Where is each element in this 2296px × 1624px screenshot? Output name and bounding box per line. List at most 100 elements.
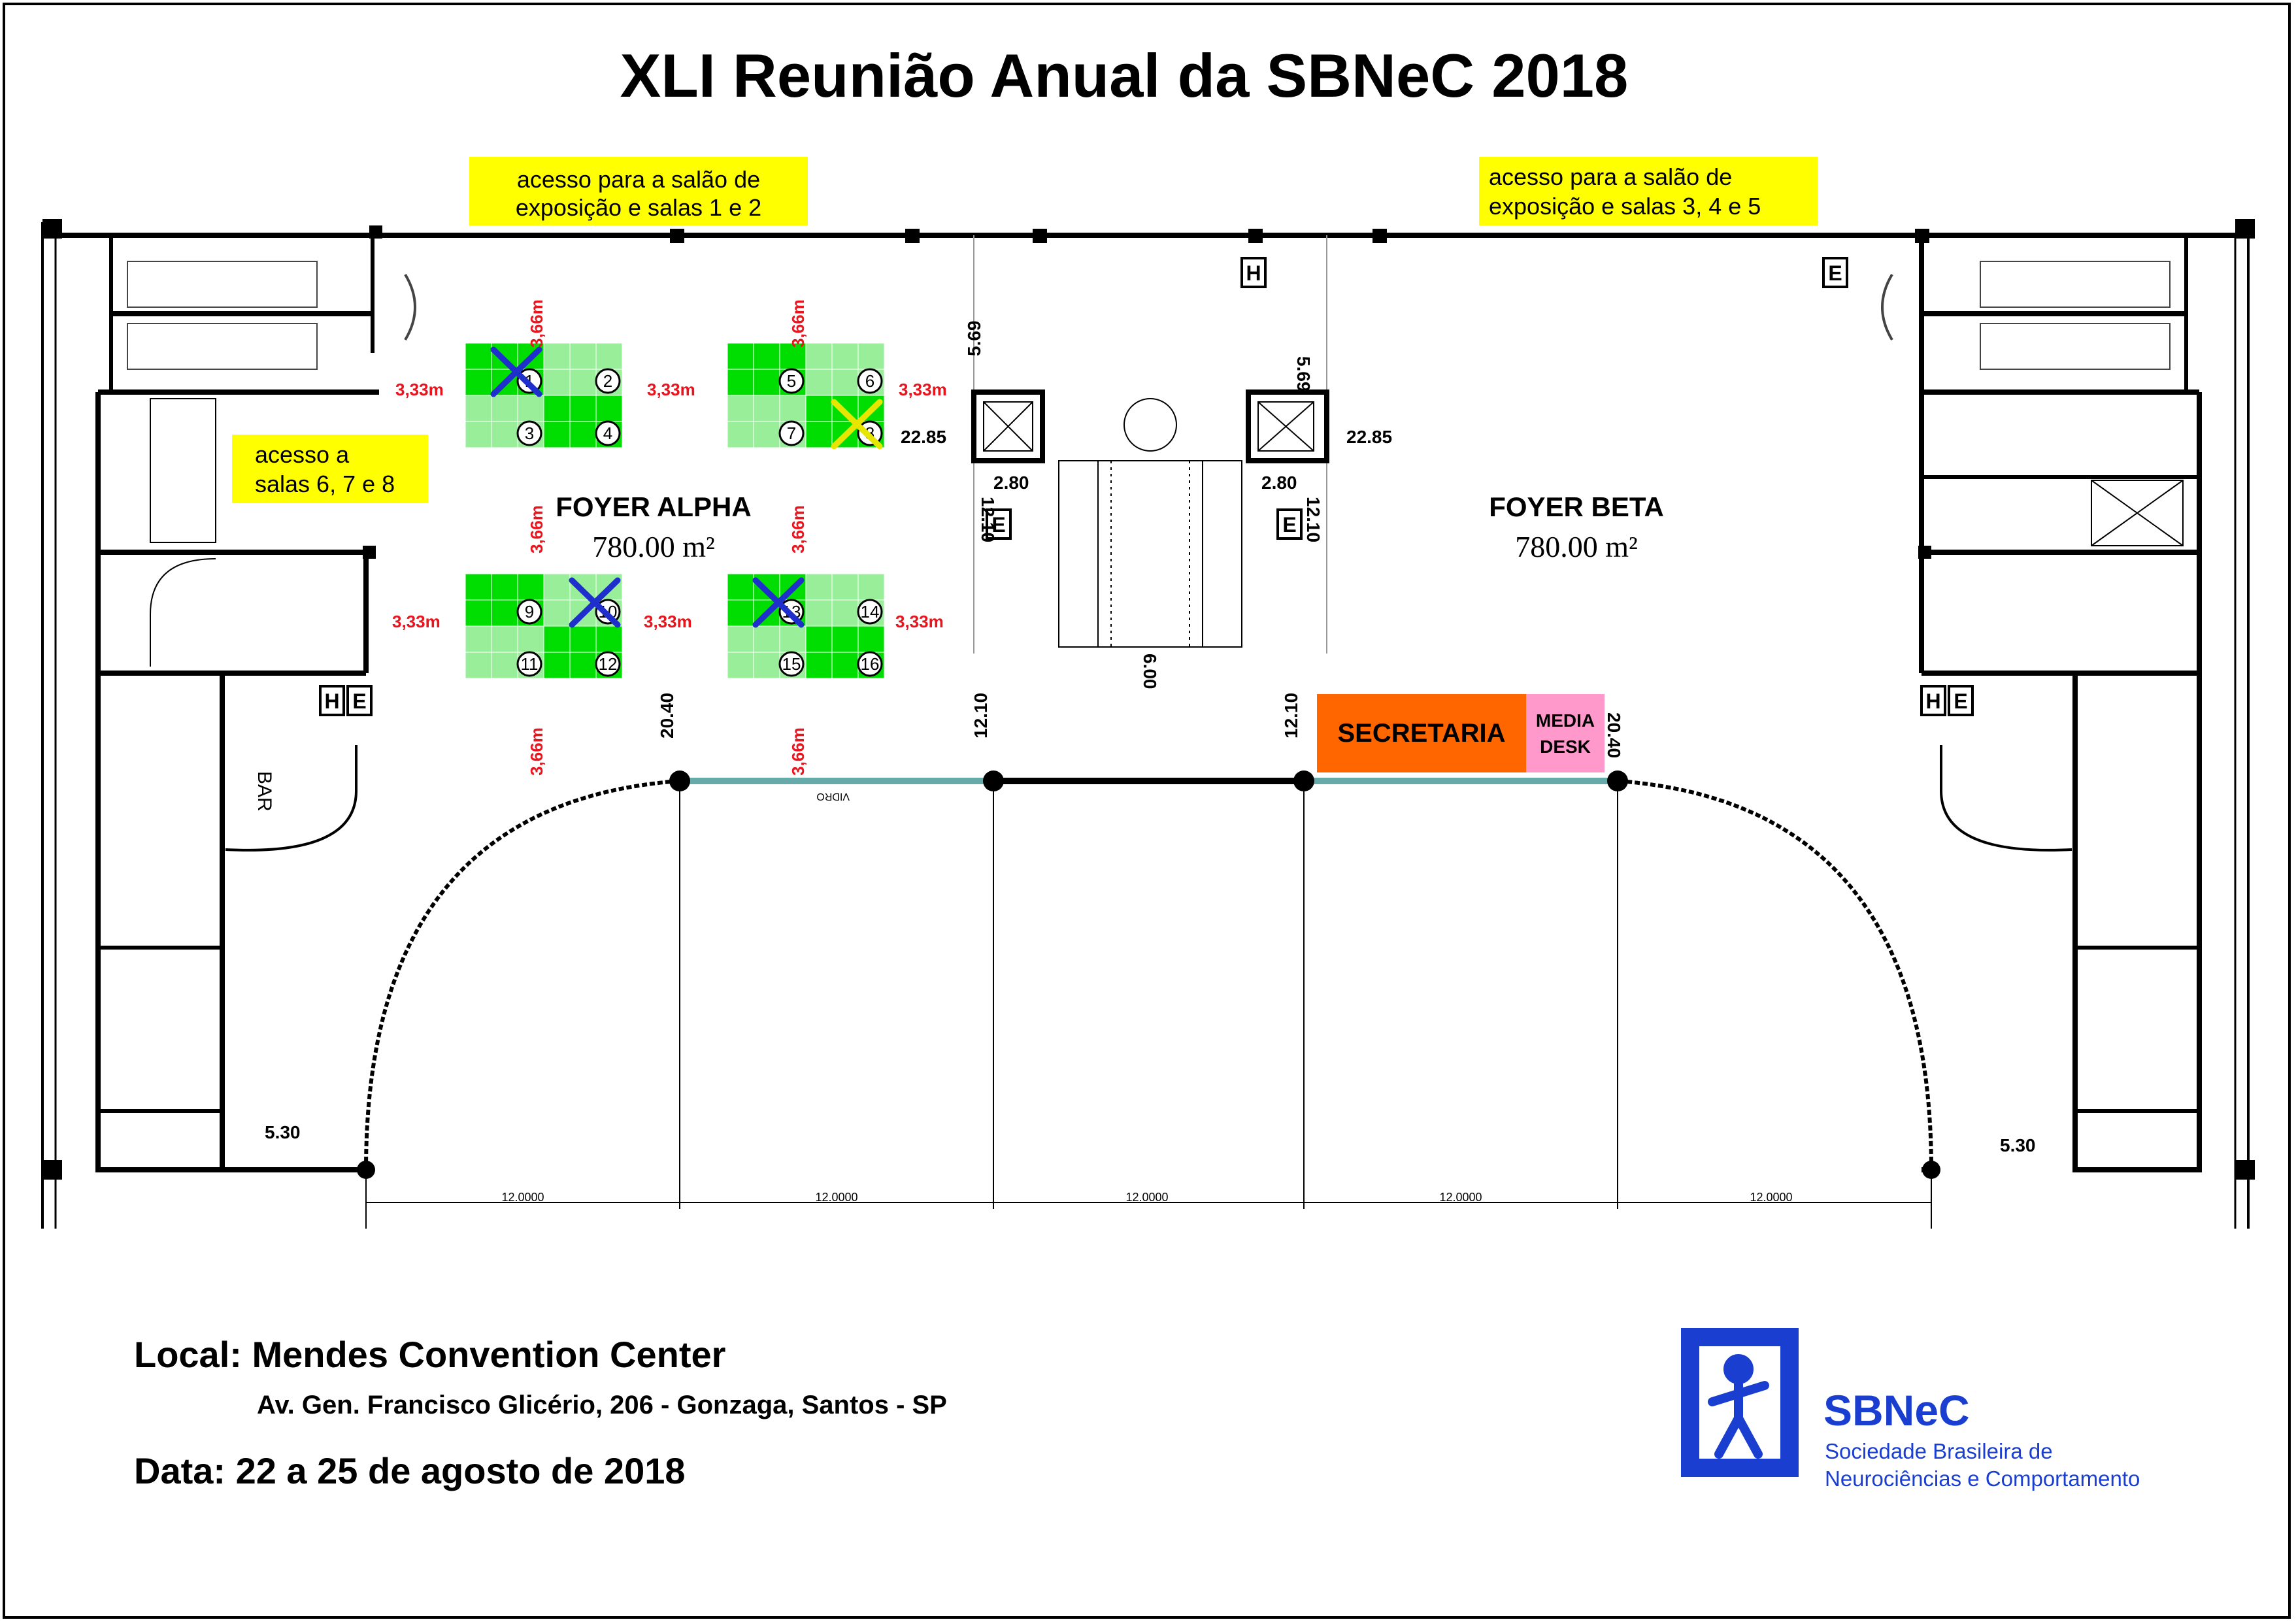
dimension-label: 2.80 [993,472,1029,493]
booth-tile [727,599,754,627]
dimension-label: 2.80 [1261,472,1297,493]
sign-letter: E [1828,261,1842,285]
booth-tile [857,342,885,370]
booth-tile [727,625,754,653]
booth-tile [465,652,492,679]
booth-tile [805,573,833,601]
booth-tile [727,369,754,396]
booth-tile [465,421,492,448]
grid-span-label: 12.0000 [815,1191,857,1204]
sign-letter: E [352,689,366,713]
event-dates: Data: 22 a 25 de agosto de 2018 [134,1450,686,1491]
booth-number-6: 6 [865,371,874,391]
booth-tile [805,369,833,396]
sign-letter: E [991,513,1005,537]
booth-depth-measure: 3,66m [527,299,546,348]
sign-box [1240,257,1267,288]
booth-tile [779,625,807,653]
extinguisher-sign: E [1822,257,1848,288]
glass-label: VIDRO [816,791,850,802]
sbnec-logo-mark [1681,1328,1799,1477]
dimension-label: 22.85 [1346,427,1392,447]
sign-letter: H [1925,689,1940,713]
sign-box [1276,508,1303,540]
booth-depth-measure: 3,66m [527,727,546,776]
booth-marker [857,368,883,394]
booth-marker [595,420,621,446]
booth-width-measure: 3,33m [647,380,695,399]
svg-text:acesso para a salão de: acesso para a salão de [517,166,760,193]
booth-marker [857,599,883,625]
hydrant-sign: H [1240,257,1267,288]
booth-tile [491,421,518,448]
columns [42,219,2255,1180]
booth-tile [753,421,780,448]
svg-text:FOYER ALPHA: FOYER ALPHA [556,491,751,522]
booth-group-2: 5678 [727,342,885,450]
booth-cross-10 [569,577,621,628]
booth-tile [491,599,518,627]
booth-number-7: 7 [787,423,796,443]
booth-depth-measure: 3,66m [788,505,808,554]
booth-tile [753,625,780,653]
booth-tile [465,342,492,370]
booth-width-measure: 3,33m [644,612,692,631]
booth-marker [595,368,621,394]
sign-letter: E [1954,689,1967,713]
booth-number-12: 12 [599,654,618,674]
dimension-label: 5.30 [265,1122,301,1142]
booth-tile [465,625,492,653]
svg-text:acesso a: acesso a [255,441,350,468]
booth-tile [805,421,833,448]
extinguisher-sign: E [1276,508,1303,540]
booth-tile [569,652,597,679]
booth-tile [857,573,885,601]
booth-tile [779,395,807,422]
poster-title: XLI Reunião Anual da SBNeC 2018 [620,41,1629,110]
booth-cross-1 [490,346,542,397]
booth-tile [805,652,833,679]
booth-depth-measure: 3,66m [527,505,546,554]
dimension-label: 22.85 [901,427,946,447]
booth-tile [753,342,780,370]
booth-depth-measure: 3,66m [788,727,808,776]
sign-box [1822,257,1848,288]
booth-tile [543,573,571,601]
access-note-left: acesso para a salão de exposição e salas… [469,157,808,225]
svg-text:SECRETARIA: SECRETARIA [1337,719,1505,748]
booth-tile [491,573,518,601]
booth-tile [543,599,571,627]
dimension-label: 12.10 [971,693,991,738]
booth-width-measure: 3,33m [395,380,444,399]
booth-marker [516,599,542,625]
svg-text:acesso para a salão de: acesso para a salão de [1489,163,1732,190]
venue-address: Av. Gen. Francisco Glicério, 206 - Gonza… [257,1391,947,1419]
booth-number-4: 4 [603,423,612,443]
booth-depth-measure: 3,66m [788,299,808,348]
dimension-label: 5.69 [1293,356,1314,392]
booth-tile [727,573,754,601]
grid-span-label: 12.0000 [1750,1191,1792,1204]
extinguisher-sign: E [1948,685,1974,716]
svg-text:DESK: DESK [1540,737,1591,757]
booth-tile [831,342,859,370]
dimension-label: 20.40 [657,693,677,738]
venue-name: Local: Mendes Convention Center [134,1334,726,1375]
booth-group-4: 13141516 [727,573,885,679]
booth-tile [831,625,859,653]
cross-stroke [490,346,542,397]
booth-tile [569,625,597,653]
dimension-label: 12.10 [1303,497,1323,542]
booth-tile [727,395,754,422]
dimension-label: 5.30 [2000,1135,2036,1155]
booth-tile [465,573,492,601]
booth-tile [727,342,754,370]
dimension-label: 5.69 [964,321,984,357]
media-desk: MEDIA DESK [1526,694,1605,772]
svg-text:780.00 m²: 780.00 m² [1515,530,1638,563]
sign-letter: E [1282,513,1296,537]
access-note-stairs: acesso a salas 6, 7 e 8 [232,435,428,503]
booth-number-2: 2 [603,371,612,391]
dimension-label: 12.10 [1281,693,1301,738]
